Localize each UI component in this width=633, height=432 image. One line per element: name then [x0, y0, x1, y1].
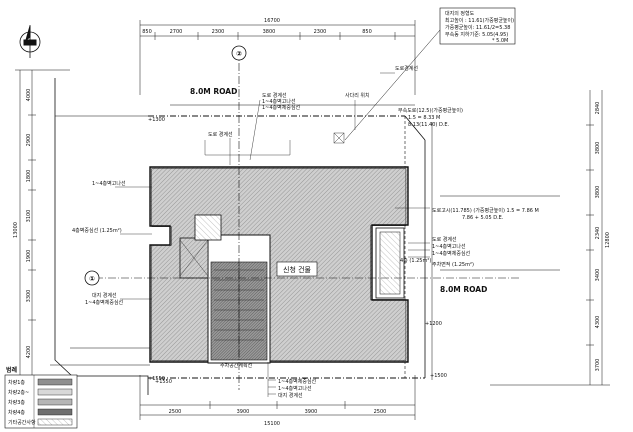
level-mark-5: +1550: [155, 379, 172, 385]
right-side-note-2: 도로 경계선: [432, 236, 457, 243]
legend-item-2-label: 차량2층~: [8, 389, 29, 396]
legend-item-4-label: 차량4층: [8, 409, 25, 416]
side-notes: 1~4층벽고나선 4층벽중심선 (1.25m²) 대지 경계선 1~4층벽체중심…: [72, 180, 474, 306]
top-dimension-3: 2300: [212, 29, 225, 35]
left-dimension-3: 1800: [26, 170, 32, 183]
top-note-2: 1~4층벽고나선: [262, 98, 296, 105]
top-note-1: 도로 경계선: [262, 92, 287, 99]
left-dimension-6: 3300: [26, 290, 32, 303]
right-note-1: 도로고시(11.785) (가중평균높이) 1.5 = 7.86 M: [432, 207, 539, 214]
building-label-box: [276, 261, 318, 277]
right-note-2: 7.86 + 5.05 D.E.: [462, 215, 504, 221]
right-note-5: 8.13(11.40) D.E.: [408, 122, 450, 128]
legend-item-3-swatch: [37, 398, 73, 406]
bottom-note-4: 대지 경계선: [278, 392, 303, 399]
dimension-lines: [15, 20, 610, 420]
right-note-4: 1.5 = 8.33 M: [408, 115, 440, 121]
bottom-total-dimension: 15100: [264, 421, 280, 427]
right-dimension-7: 3700: [595, 359, 601, 372]
legend-item-1-label: 차량1층: [8, 379, 25, 386]
bottom-notes: 주차공간계획선 1~4층벽체중심선 1~4층벽고나선 대지 경계선: [220, 362, 317, 399]
top-dimension-2: 2700: [170, 29, 183, 35]
bottom-dimension-3: 3900: [305, 409, 318, 415]
grid-marker-left: [84, 270, 100, 286]
bottom-note-2: 1~4층벽체중심선: [278, 378, 317, 385]
level-mark-1: +1300: [148, 117, 165, 123]
top-dimension-1: 850: [142, 29, 152, 35]
left-note-3: 대지 경계선: [92, 292, 117, 299]
right-total-dimension: 12800: [605, 232, 611, 248]
road-label-top: 8.0M ROAD: [190, 87, 237, 96]
right-side-note-5: 4층 (1.25m²): [400, 257, 431, 264]
legend-item-2-swatch: [37, 388, 73, 396]
top-dimension-6: 850: [362, 29, 372, 35]
level-mark-3: +1550: [148, 376, 165, 382]
north-arrow-icon: [19, 25, 41, 58]
top-note-3: 1~4층벽체중심선: [262, 104, 301, 111]
bottom-note-1: 주차공간계획선: [220, 362, 253, 369]
legend-title: 범례: [6, 366, 18, 374]
grid-marker-left-label: ①: [89, 275, 95, 283]
info-line-2: 최고높이 : 11.61(가중평균높이): [445, 17, 514, 24]
grid-marker-top: [231, 45, 247, 61]
right-side-note-1: 주차면적 (1.25m²): [432, 261, 474, 268]
right-dimension-1: 2840: [595, 102, 601, 115]
level-mark-4: +1500: [430, 373, 447, 379]
legend-item-5-label: 기타공간사항: [8, 419, 36, 426]
top-notes: 도로 경계선 1~4층벽고나선 1~4층벽체중심선 도로 경계선 사다리 위치 …: [204, 65, 418, 165]
info-line-1: 대지의 정형도: [445, 10, 475, 17]
top-dimension-5: 2300: [314, 29, 327, 35]
right-dimension-2: 3800: [595, 142, 601, 155]
left-dimension-1: 4000: [26, 89, 32, 102]
left-dimension-7: 4200: [26, 346, 32, 359]
right-dimension-5: 3400: [595, 269, 601, 282]
top-total-dimension: 16700: [264, 18, 280, 24]
legend-item-4-swatch: [37, 408, 73, 416]
building-label: 신청 건물: [283, 265, 312, 274]
grid-marker-top-label: ②: [236, 50, 242, 58]
info-line-3: 가중평균높이: 11.61/2=5.38: [445, 24, 510, 31]
top-note-4: 도로 경계선: [208, 131, 233, 138]
bottom-dimension-1: 2500: [169, 409, 182, 415]
info-line-5: * 5.0M: [492, 38, 508, 44]
road-label-right: 8.0M ROAD: [440, 285, 487, 294]
right-dimension-6: 4300: [595, 316, 601, 329]
info-line-4: 부속동 지하기준: 5.05(4.95): [445, 31, 508, 38]
bottom-note-3: 1~4층벽고나선: [278, 385, 312, 392]
right-note-3: 부속도로(12.5)(가중평균높이): [398, 107, 463, 114]
right-notes: 도로고시(11.785) (가중평균높이) 1.5 = 7.86 M 7.86 …: [395, 107, 539, 221]
left-dimension-5: 1900: [26, 250, 32, 263]
top-note-5: 사다리 위치: [345, 92, 370, 99]
left-note-4: 1~4층벽체중심선: [85, 299, 124, 306]
right-side-note-4: 1~4층벽체중심선: [432, 250, 471, 257]
left-total-dimension: 13000: [13, 222, 19, 238]
legend-item-5-swatch: [37, 418, 73, 426]
legend-item-1-swatch: [37, 378, 73, 386]
top-note-6: 도로경계선: [395, 65, 418, 72]
right-dimension-4: 2340: [595, 227, 601, 240]
legend-item-3-label: 차량3층: [8, 399, 25, 406]
bottom-dimension-4: 2500: [374, 409, 387, 415]
height-info-box: 대지의 정형도 최고높이 : 11.61(가중평균높이) 가중평균높이: 11.…: [344, 7, 516, 141]
right-dimension-3: 3800: [595, 186, 601, 199]
left-note-1: 1~4층벽고나선: [92, 180, 126, 187]
grid-axes: [95, 50, 520, 390]
level-mark-2: +1200: [425, 321, 442, 327]
top-dimension-4: 3800: [263, 29, 276, 35]
left-note-2: 4층벽중심선 (1.25m²): [72, 227, 122, 234]
right-side-note-3: 1~4층벽고나선: [432, 243, 466, 250]
left-dimension-4: 3100: [26, 210, 32, 223]
legend: 범례 차량1층 차량2층~ 차량3층 차량4층 기타공간사항: [4, 366, 78, 429]
bottom-dimension-2: 3900: [237, 409, 250, 415]
left-dimension-2: 2900: [26, 134, 32, 147]
